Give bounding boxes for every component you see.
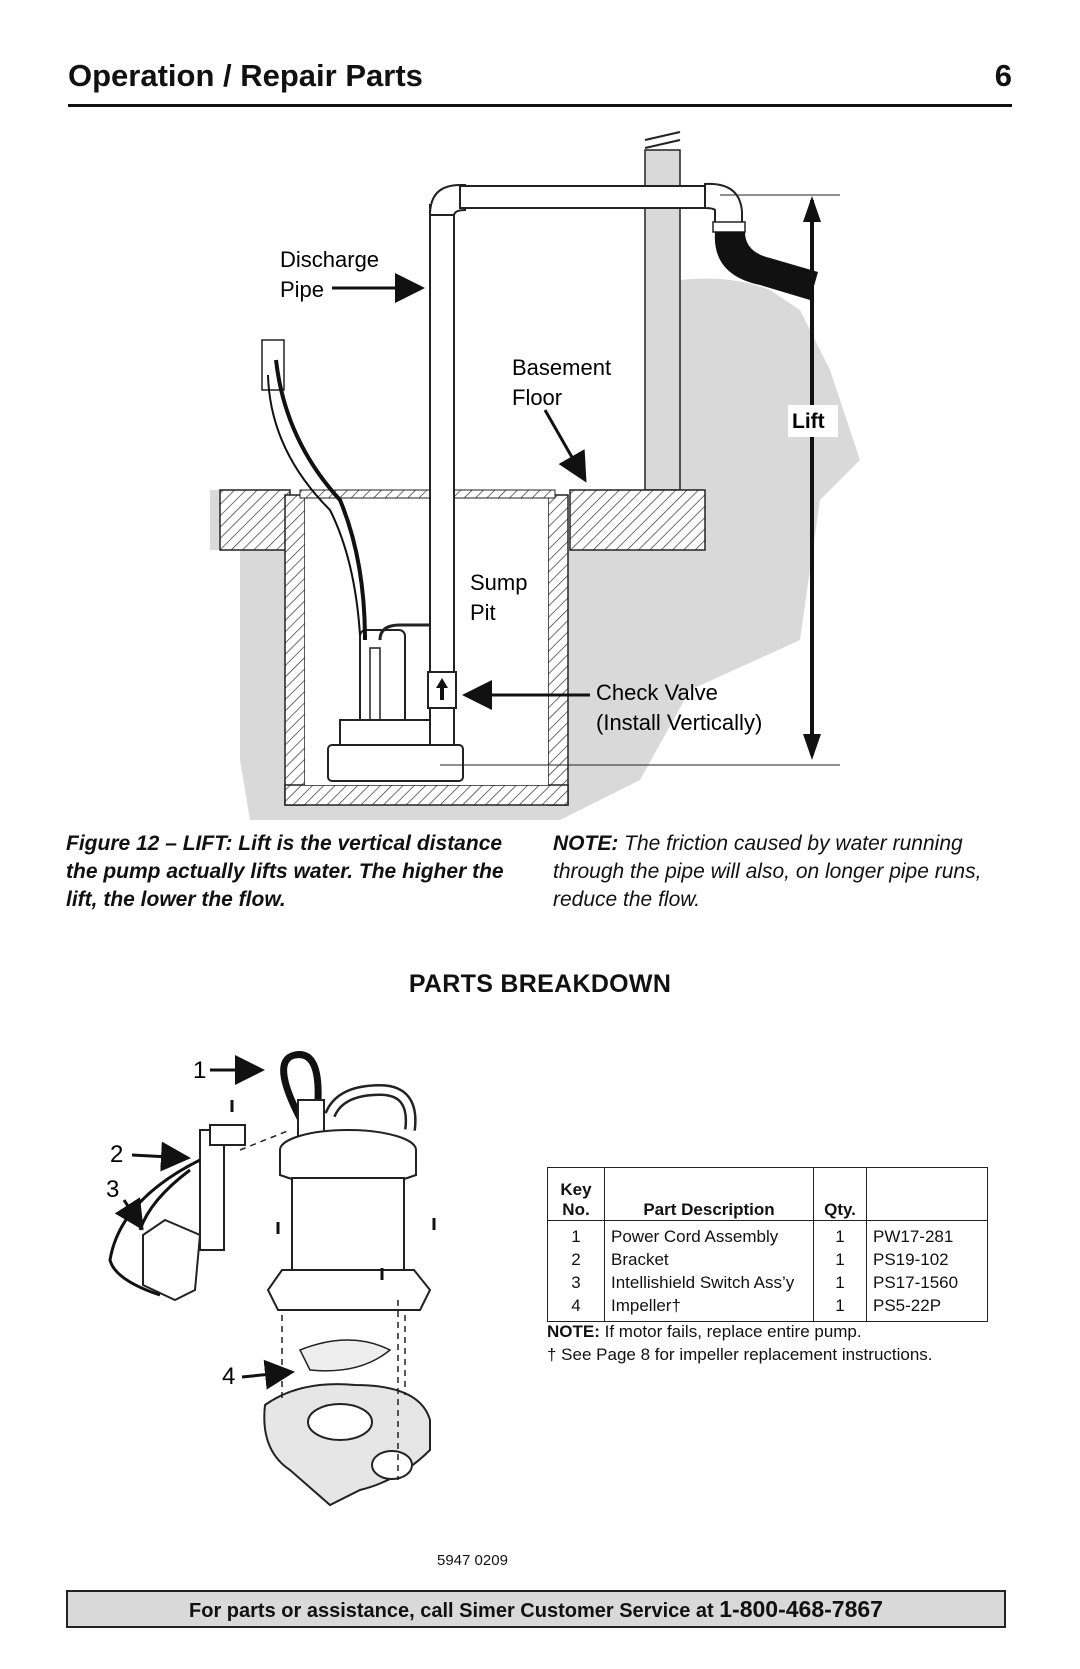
cell-key: 4 xyxy=(547,1294,605,1322)
cell-description: Power Cord Assembly xyxy=(604,1220,814,1248)
col-qty: Qty. xyxy=(813,1167,867,1221)
cell-qty: 1 xyxy=(813,1294,867,1322)
label-install-vertically: (Install Vertically) xyxy=(596,710,762,735)
cell-qty: 1 xyxy=(813,1220,867,1248)
label-lift: Lift xyxy=(792,410,825,433)
label-sump: Sump xyxy=(470,570,527,595)
footer-banner: For parts or assistance, call Simer Cust… xyxy=(66,1590,1006,1628)
footer-text: For parts or assistance, call Simer Cust… xyxy=(189,1600,720,1622)
motor-note: NOTE: If motor fails, replace entire pum… xyxy=(547,1322,862,1342)
horizontal-pipe xyxy=(459,185,711,209)
label-pit: Pit xyxy=(470,600,496,625)
motor-note-label: NOTE: xyxy=(547,1322,600,1341)
cell-part-number: PW17-281 xyxy=(866,1220,988,1248)
floor-slab-right xyxy=(569,489,706,551)
page-number: 6 xyxy=(994,58,1012,93)
drain-hose xyxy=(714,232,818,300)
figure-note-label: NOTE: xyxy=(553,832,619,855)
power-cord xyxy=(274,359,367,641)
col-description: Part Description xyxy=(604,1167,814,1221)
col-part-number xyxy=(866,1167,988,1221)
label-check-valve: Check Valve xyxy=(596,680,718,705)
table-row: 2 Bracket 1 PS19-102 xyxy=(547,1248,988,1271)
document-code: 5947 0209 xyxy=(437,1552,508,1569)
footer-phone: 1-800-468-7867 xyxy=(719,1596,883,1622)
table-row: 3 Intellishield Switch Ass’y 1 PS17-1560 xyxy=(547,1271,988,1294)
exploded-pump-diagram xyxy=(108,1051,436,1507)
label-pipe: Pipe xyxy=(280,277,324,302)
cell-qty: 1 xyxy=(813,1271,867,1294)
figure-caption: Figure 12 – LIFT: Lift is the vertical d… xyxy=(66,832,504,911)
callout-4: 4 xyxy=(222,1363,235,1390)
pit-floor xyxy=(284,784,569,806)
cell-qty: 1 xyxy=(813,1248,867,1271)
header-rule xyxy=(68,104,1012,107)
label-basement: Basement xyxy=(512,355,611,380)
cell-key: 1 xyxy=(547,1220,605,1248)
cell-key: 3 xyxy=(547,1271,605,1294)
cell-part-number: PS17-1560 xyxy=(866,1271,988,1294)
motor-note-text: If motor fails, replace entire pump. xyxy=(599,1322,862,1341)
floor-slab-left xyxy=(219,489,291,551)
figure-note-text: The friction caused by water running thr… xyxy=(553,832,982,911)
pit-wall-right xyxy=(547,494,569,806)
callout-1: 1 xyxy=(193,1057,206,1084)
cell-part-number: PS5-22P xyxy=(866,1294,988,1322)
cell-key: 2 xyxy=(547,1248,605,1271)
label-discharge: Discharge xyxy=(280,247,379,272)
figure-note: NOTE: The friction caused by water runni… xyxy=(553,830,1013,914)
cell-part-number: PS19-102 xyxy=(866,1248,988,1271)
table-row: 1 Power Cord Assembly 1 PW17-281 xyxy=(547,1220,988,1248)
label-floor: Floor xyxy=(512,385,562,410)
pit-wall-left xyxy=(284,494,306,806)
page-title: Operation / Repair Parts xyxy=(68,58,423,93)
cell-description: Impeller† xyxy=(604,1294,814,1322)
parts-breakdown-heading: PARTS BREAKDOWN xyxy=(408,970,672,998)
callout-3: 3 xyxy=(106,1176,119,1203)
table-row: 4 Impeller† 1 PS5-22P xyxy=(547,1294,988,1322)
cell-description: Bracket xyxy=(604,1248,814,1271)
impeller-note: † See Page 8 for impeller replacement in… xyxy=(547,1345,933,1364)
pump xyxy=(359,629,406,731)
callout-2: 2 xyxy=(110,1141,123,1168)
cell-description: Intellishield Switch Ass’y xyxy=(604,1271,814,1294)
